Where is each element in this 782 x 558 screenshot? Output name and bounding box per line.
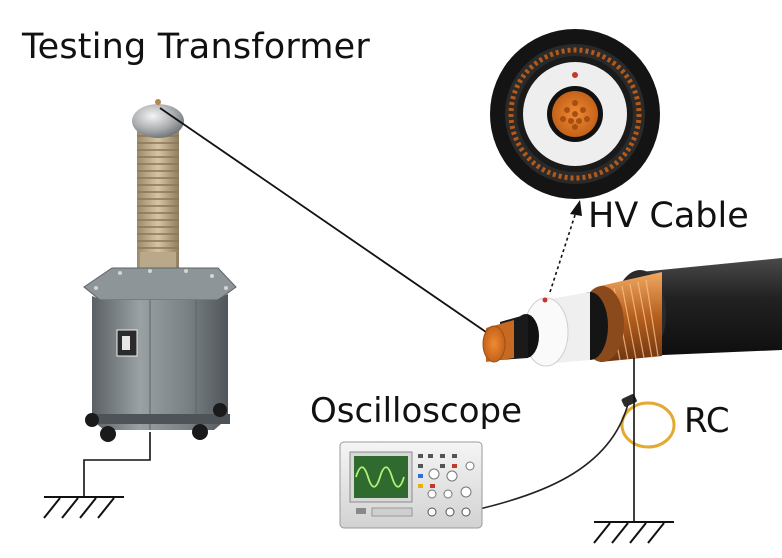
nameplate-label — [122, 336, 130, 350]
tank-body — [92, 294, 228, 430]
xsec-defect-marker — [572, 72, 578, 78]
defect-marker — [542, 297, 548, 303]
scope-knobs — [427, 461, 475, 499]
oscilloscope — [339, 441, 483, 529]
coil-clip — [621, 394, 637, 407]
transformer-ground-wire — [83, 432, 151, 497]
ground-symbol — [43, 496, 124, 519]
label-hv-cable: HV Cable — [588, 196, 749, 236]
conductor-end — [482, 325, 506, 363]
scope-port-panel — [371, 507, 413, 517]
rogowski-coil — [620, 394, 676, 449]
label-rc: RC — [684, 401, 730, 441]
cable-jacket — [640, 258, 782, 356]
scope-power — [356, 508, 366, 514]
hv-terminal — [155, 99, 161, 105]
testing-transformer — [83, 99, 237, 442]
label-testing-transformer: Testing Transformer — [22, 27, 370, 67]
xsec-strands — [560, 100, 590, 130]
lid-bolts — [94, 269, 228, 290]
zoom-arrow — [549, 200, 582, 293]
scope-bnc-inputs — [427, 507, 471, 517]
xsec-screen-wires — [508, 47, 642, 181]
bushing-ribs — [137, 135, 179, 249]
scope-buttons — [418, 454, 457, 488]
label-oscilloscope: Oscilloscope — [310, 391, 523, 431]
tank-lid — [83, 267, 237, 301]
signal-cable — [465, 403, 629, 513]
hv-cable — [482, 258, 782, 367]
base-frame — [88, 414, 230, 424]
hv-dome — [132, 104, 184, 138]
hv-cable-cross-section — [490, 29, 660, 199]
scope-trace — [355, 466, 405, 488]
wheels — [85, 403, 227, 442]
ground-symbol — [593, 521, 674, 544]
scope-screen — [354, 456, 408, 498]
hv-lead-wire — [159, 107, 487, 333]
